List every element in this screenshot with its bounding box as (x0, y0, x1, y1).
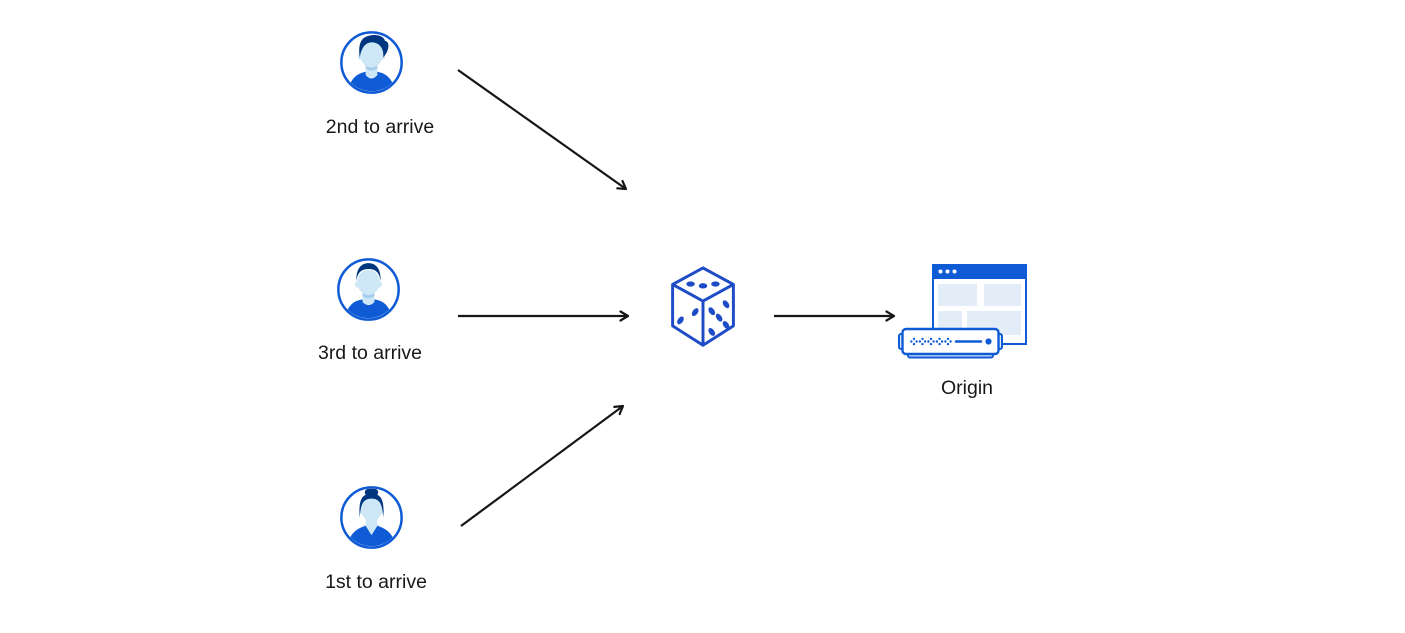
actor-user-3rd: 3rd to arrive (318, 256, 422, 364)
dice-icon (671, 266, 735, 347)
origin-server-browser-icon (898, 264, 1027, 359)
arrow-user2nd-to-dice (457, 69, 628, 191)
origin-label: Origin (940, 377, 994, 399)
origin-node: Origin (897, 263, 1037, 399)
router-node (668, 265, 738, 355)
actor-user-1st: 1st to arrive (325, 484, 427, 593)
actor-user-2nd: 2nd to arrive (326, 29, 434, 138)
actor-label: 2nd to arrive (325, 116, 435, 138)
male-user-quiff-avatar-icon (340, 31, 403, 94)
arrow-user1st-to-dice (460, 404, 625, 527)
male-user-short-hair-avatar-icon (337, 258, 400, 321)
female-user-bun-avatar-icon (340, 486, 403, 549)
actor-label: 1st to arrive (325, 571, 427, 593)
actor-label: 3rd to arrive (317, 342, 423, 364)
